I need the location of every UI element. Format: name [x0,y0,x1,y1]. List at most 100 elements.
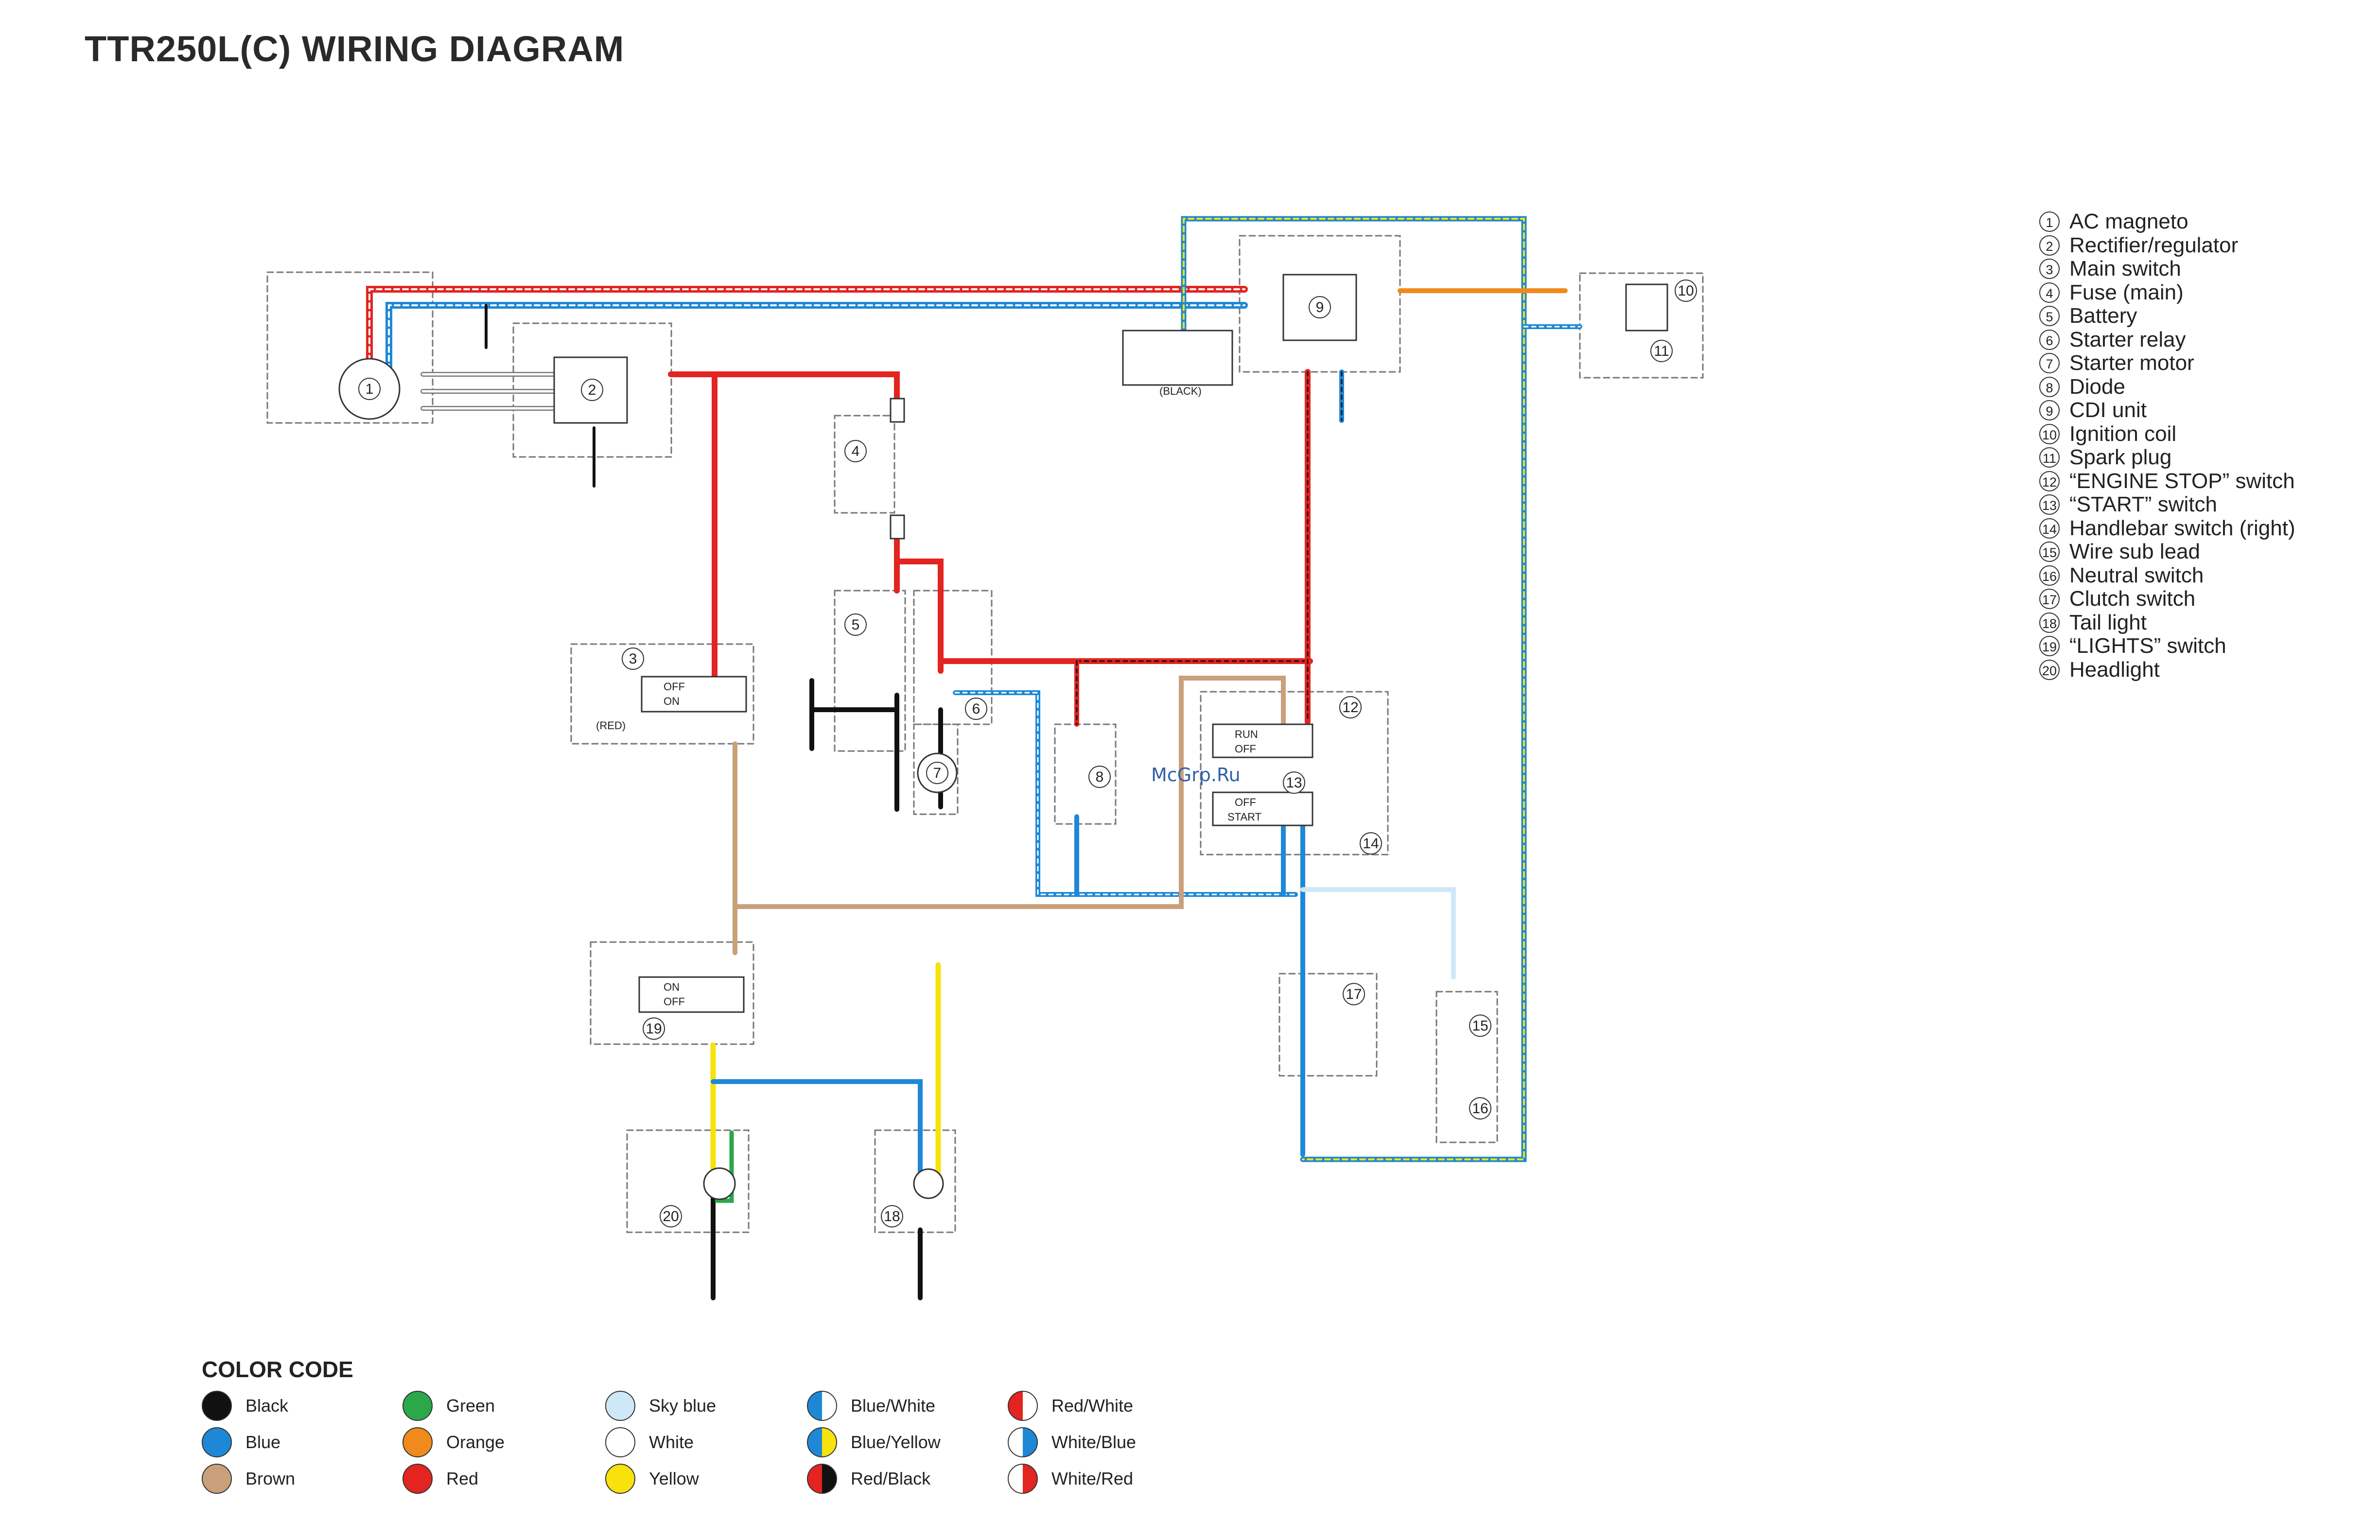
legend-item: 18 Tail light [2039,611,2295,635]
legend-item: 5 Battery [2039,304,2295,328]
legend-number: 18 [2039,612,2060,633]
color-swatch-label: Black [245,1396,289,1416]
legend-item: 13“START” switch [2039,492,2295,517]
diode-box [1054,723,1117,825]
start-switch-body [1212,791,1313,826]
color-swatch [1008,1464,1038,1494]
legend-label: Headlight [2069,657,2160,682]
svg-text:15: 15 [1472,1018,1488,1034]
color-swatch-item: White/Red [1008,1464,1133,1494]
color-swatch-label: White/Blue [1051,1432,1137,1452]
fuse-box [834,415,895,514]
color-swatch-label: Red/Black [851,1469,931,1488]
legend-number: 10 [2039,423,2060,444]
legend-label: Fuse (main) [2069,280,2184,304]
color-swatch-item: Red [402,1464,478,1494]
svg-text:20: 20 [663,1208,679,1225]
svg-text:10: 10 [1678,283,1694,299]
color-swatch-item: Blue [202,1427,280,1457]
color-swatch [605,1464,635,1494]
color-swatch-item: Orange [402,1427,505,1457]
color-swatch-item: White [605,1427,694,1457]
color-swatch-label: Green [446,1396,495,1416]
main-switch-on: ON [664,695,680,707]
color-swatch [1008,1427,1038,1457]
legend-item: 19 “LIGHTS” switch [2039,634,2295,658]
color-swatch [605,1391,635,1421]
svg-text:17: 17 [1346,986,1362,1002]
main-switch-off: OFF [664,681,685,693]
svg-text:16: 16 [1472,1101,1488,1117]
color-swatch-label: Red [446,1469,479,1488]
legend-number: 7 [2039,353,2060,374]
svg-text:4: 4 [852,443,860,459]
legend-label: Battery [2069,304,2137,328]
legend-number: 1 [2039,211,2060,232]
color-swatch-label: Blue/Yellow [851,1432,941,1452]
legend-label: Ignition coil [2069,421,2177,446]
start-switch-start: START [1227,811,1261,823]
engine-stop-body [1212,723,1313,758]
legend-label: Spark plug [2069,445,2172,469]
legend-number: 14 [2039,518,2060,539]
color-swatch-item: White/Blue [1008,1427,1136,1457]
legend-number: 19 [2039,636,2060,657]
svg-text:19: 19 [646,1021,662,1037]
svg-text:2: 2 [588,382,596,398]
legend-number: 5 [2039,306,2060,327]
page-title: TTR250L(C) WIRING DIAGRAM [85,29,625,69]
color-swatch-item: Yellow [605,1464,699,1494]
legend-label: Tail light [2069,610,2147,634]
color-swatch-label: Blue/White [851,1396,936,1416]
fuse-body [890,398,905,423]
color-code-title: COLOR CODE [202,1357,353,1382]
tail-light [913,1168,944,1199]
legend-label: Diode [2069,374,2125,399]
legend-number: 4 [2039,282,2060,303]
color-swatch-label: White [649,1432,694,1452]
legend-label: “ENGINE STOP” switch [2069,469,2295,493]
svg-text:12: 12 [1342,700,1358,716]
legend-label: Wire sub lead [2069,540,2201,563]
engine-stop-off: OFF [1235,743,1256,755]
svg-text:13: 13 [1286,775,1302,791]
legend-label: CDI unit [2069,398,2147,422]
color-swatch-item: Black [202,1391,288,1421]
starter-motor-box [913,723,959,815]
legend-number: 8 [2039,376,2060,397]
color-swatch [202,1464,232,1494]
clutch-switch-box [1278,973,1378,1077]
svg-text:8: 8 [1096,769,1104,785]
color-swatch [202,1427,232,1457]
svg-text:11: 11 [1654,343,1669,359]
legend-label: AC magneto [2069,210,2188,233]
start-switch-off: OFF [1235,796,1256,808]
color-swatch-item: Brown [202,1464,295,1494]
color-swatch-item: Red/White [1008,1391,1133,1421]
legend-item: 15 Wire sub lead [2039,540,2295,564]
legend-number: 15 [2039,542,2060,562]
legend-number: 16 [2039,565,2060,586]
svg-text:7: 7 [933,765,942,781]
legend-label: Neutral switch [2069,563,2204,587]
main-switch-connector: (RED) [596,719,626,732]
color-swatch [402,1464,433,1494]
legend-number: 20 [2039,659,2060,680]
color-swatch-item: Green [402,1391,495,1421]
color-swatch-label: Brown [245,1469,296,1488]
color-swatch [605,1427,635,1457]
legend-item: 8 Diode [2039,375,2295,399]
svg-text:18: 18 [884,1208,900,1225]
legend-label: “LIGHTS” switch [2069,634,2226,658]
legend-item: 20 Headlight [2039,658,2295,682]
legend-label: Rectifier/regulator [2069,233,2239,257]
legend-label: Main switch [2069,257,2181,280]
color-swatch [402,1427,433,1457]
color-swatch-label: Yellow [649,1469,699,1488]
color-swatch-item: Sky blue [605,1391,716,1421]
